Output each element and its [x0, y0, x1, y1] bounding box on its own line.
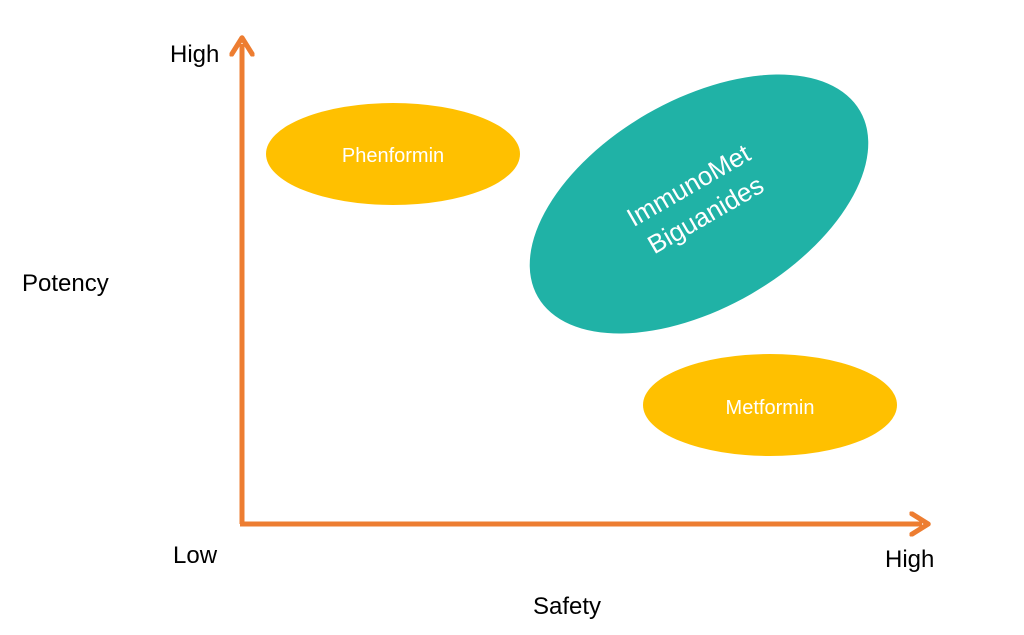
y-axis-high-label: High: [170, 41, 219, 68]
origin-low-label: Low: [173, 542, 218, 569]
x-axis-high-label: High: [885, 546, 934, 573]
bubble-immunomet-biguanides: ImmunoMet Biguanides: [529, 74, 869, 334]
y-axis-title: Potency: [22, 270, 109, 297]
x-axis-title: Safety: [533, 593, 601, 620]
bubble-metformin-label: Metformin: [726, 397, 815, 419]
bubble-immunomet-shape: [529, 74, 869, 334]
bubble-phenformin: Phenformin: [266, 103, 520, 205]
bubble-phenformin-shape: [266, 103, 520, 205]
bubble-metformin: Metformin: [643, 354, 897, 456]
bubble-metformin-shape: [643, 354, 897, 456]
bubble-phenformin-label: Phenformin: [342, 145, 444, 167]
